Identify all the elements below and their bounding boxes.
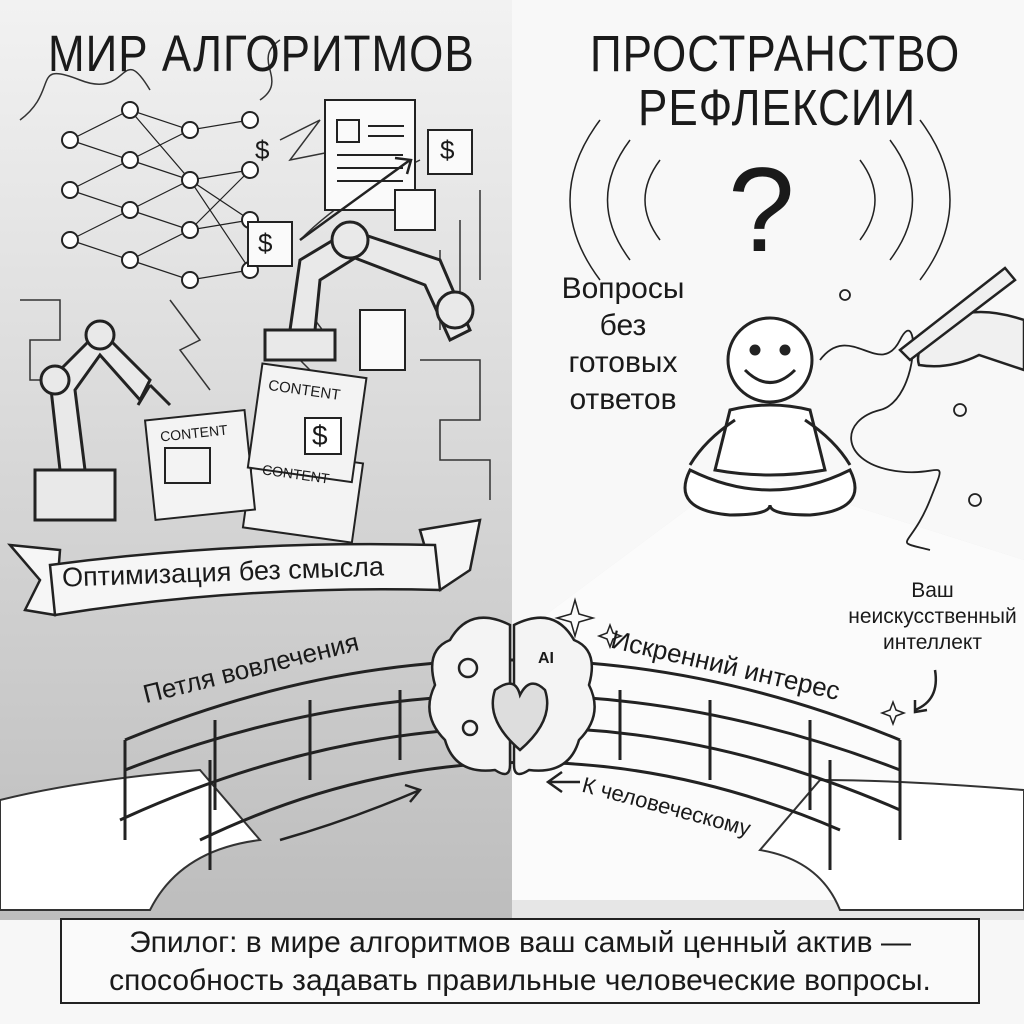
question-mark: ? (728, 143, 795, 277)
webpage-cards-icon (247, 99, 473, 371)
questions-line: Вопросы (561, 272, 685, 305)
ai-label: AI (538, 650, 554, 667)
questions-line: ответов (569, 383, 677, 416)
sparkle-icon (554, 597, 907, 727)
epilogue-line2: способность задавать правильные человече… (109, 964, 931, 997)
left-title: МИР АЛГОРИТМОВ (48, 26, 475, 83)
dollar-sign: $ (440, 135, 455, 165)
hand-pencil-icon (898, 266, 1024, 372)
neural-network-icon (61, 101, 259, 289)
robot-arm-icon (33, 220, 475, 522)
unartificial-intelligence-note: Ваш неискусственный интеллект (845, 578, 1020, 656)
scribble-thought-icon (819, 289, 982, 551)
epilogue-line1: Эпилог: в мире алгоритмов ваш самый ценн… (129, 926, 911, 959)
questions-line: без (599, 309, 647, 342)
questions-text: Вопросы без готовых ответов (548, 270, 698, 418)
dollar-sign: $ (312, 420, 328, 451)
right-title-line2: РЕФЛЕКСИИ (638, 80, 917, 137)
content-documents-icon (143, 362, 368, 544)
questions-line: готовых (568, 346, 678, 379)
note-line: интеллект (883, 631, 982, 654)
arrow-icon (279, 156, 938, 842)
dollar-sign: $ (255, 135, 270, 165)
epilogue-box: Эпилог: в мире алгоритмов ваш самый ценн… (60, 918, 980, 1004)
note-line: неискусственный (848, 605, 1017, 628)
brain-heart-ai-icon (428, 616, 596, 776)
meditating-person-icon (683, 316, 857, 517)
ground (0, 768, 1024, 911)
right-title-line1: ПРОСТРАНСТВО (590, 26, 961, 83)
dollar-sign: $ (258, 228, 273, 258)
note-line: Ваш (911, 579, 954, 602)
sound-waves-icon (569, 119, 951, 281)
banner-ribbon (7, 518, 482, 617)
